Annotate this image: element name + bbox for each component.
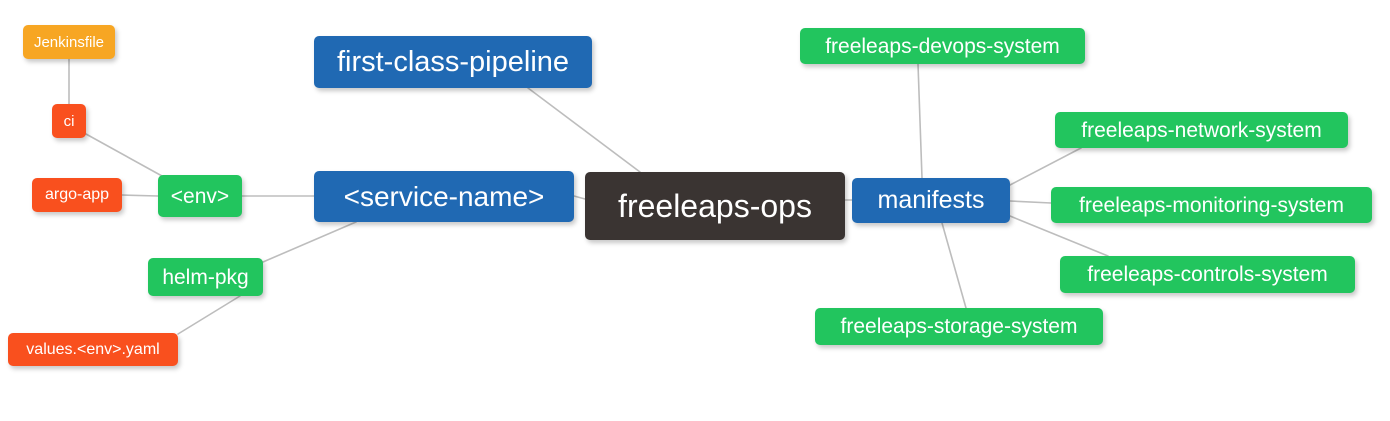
- mindmap-node-helm-pkg[interactable]: helm-pkg: [148, 258, 263, 296]
- mindmap-node-freeleaps-network-system[interactable]: freeleaps-network-system: [1055, 112, 1348, 148]
- mindmap-node-env[interactable]: <env>: [158, 175, 242, 217]
- edge-helmpkg-servicename: [262, 221, 357, 263]
- node-label-first-class-pipeline: first-class-pipeline: [336, 45, 570, 78]
- mindmap-node-ci[interactable]: ci: [52, 104, 86, 138]
- node-label-freeleaps-monitoring-system: freeleaps-monitoring-system: [1079, 193, 1344, 217]
- mindmap-node-argo-app[interactable]: argo-app: [32, 178, 122, 212]
- edge-manifests-monitoring: [1009, 200, 1052, 204]
- edge-manifests-devops: [917, 63, 923, 179]
- mindmap-node-first-class-pipeline[interactable]: first-class-pipeline: [314, 36, 592, 88]
- edge-manifests-network: [1009, 147, 1082, 186]
- edge-ci-env: [85, 133, 163, 177]
- edge-argoapp-env: [121, 194, 159, 197]
- mindmap-node-freeleaps-controls-system[interactable]: freeleaps-controls-system: [1060, 256, 1355, 293]
- node-label-helm-pkg: helm-pkg: [162, 265, 249, 289]
- node-label-freeleaps-storage-system: freeleaps-storage-system: [840, 315, 1078, 338]
- node-label-env: <env>: [170, 184, 230, 208]
- node-label-freeleaps-ops: freeleaps-ops: [618, 188, 812, 224]
- node-label-argo-app: argo-app: [44, 186, 110, 203]
- node-label-ci: ci: [63, 112, 75, 130]
- node-label-freeleaps-controls-system: freeleaps-controls-system: [1087, 263, 1328, 286]
- mindmap-node-freeleaps-monitoring-system[interactable]: freeleaps-monitoring-system: [1051, 187, 1372, 223]
- mindmap-node-service-name[interactable]: <service-name>: [314, 171, 574, 222]
- node-label-freeleaps-network-system: freeleaps-network-system: [1081, 118, 1322, 142]
- node-label-jenkinsfile: Jenkinsfile: [33, 33, 105, 51]
- mindmap-node-values-yaml[interactable]: values.<env>.yaml: [8, 333, 178, 366]
- mindmap-node-freeleaps-storage-system[interactable]: freeleaps-storage-system: [815, 308, 1103, 345]
- mindmap-node-freeleaps-devops-system[interactable]: freeleaps-devops-system: [800, 28, 1085, 64]
- node-label-service-name: <service-name>: [343, 180, 545, 212]
- edge-valuesyaml-helmpkg: [177, 295, 241, 335]
- edge-pipeline-ops: [527, 87, 641, 173]
- node-label-values-yaml: values.<env>.yaml: [26, 340, 160, 358]
- edge-servicename-ops: [573, 195, 586, 200]
- mindmap-node-manifests[interactable]: manifests: [852, 178, 1010, 223]
- node-label-freeleaps-devops-system: freeleaps-devops-system: [825, 34, 1060, 58]
- edge-manifests-storage: [941, 222, 967, 309]
- node-label-manifests: manifests: [877, 186, 985, 214]
- mindmap-node-freeleaps-ops[interactable]: freeleaps-ops: [585, 172, 845, 240]
- mindmap-node-jenkinsfile[interactable]: Jenkinsfile: [23, 25, 115, 59]
